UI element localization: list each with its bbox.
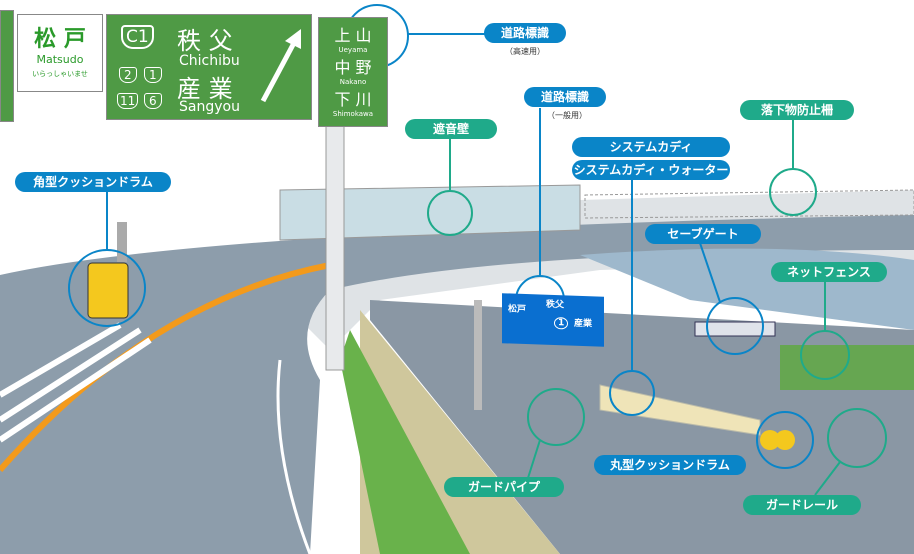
route-badge: 11 <box>117 93 139 109</box>
sign-matsudo: 松 戸 Matsudo いらっしゃいませ <box>17 14 103 92</box>
route-badge: 6 <box>144 93 162 109</box>
arrow-up-right-icon <box>260 29 301 103</box>
matsudo-welcome: いらっしゃいませ <box>32 70 88 78</box>
label-guard-pipe: ガードパイプ <box>444 477 564 497</box>
label-road-sign-general: 道路標識 <box>524 87 606 107</box>
net-fence <box>780 345 914 390</box>
lower-road <box>370 300 914 554</box>
side-dest-kanji: 中 野 <box>334 58 372 77</box>
side-dest-romaji: Nakano <box>339 78 367 86</box>
sign-partial-left <box>0 10 14 122</box>
label-road-sign-expressway: 道路標識 <box>484 23 566 43</box>
fall-fence <box>584 189 914 219</box>
sign-general-road: 松戸 秩父 産業 1 <box>502 293 604 347</box>
general-route: 1 <box>554 317 569 330</box>
sound-barrier <box>279 184 581 241</box>
label-guard-rail: ガードレール <box>743 495 861 515</box>
route-badge: 2 <box>119 67 137 83</box>
side-dest-kanji: 上 山 <box>334 26 372 45</box>
label-round-cushion-drum: 丸型クッションドラム <box>594 455 746 475</box>
route-c1-badge: C1 <box>121 25 154 49</box>
label-fall-prevention-fence: 落下物防止柵 <box>740 100 854 120</box>
matsudo-kanji: 松 戸 <box>34 27 86 52</box>
side-dest-romaji: Shimokawa <box>332 110 374 118</box>
general-top: 秩父 <box>546 299 565 311</box>
dest1-kanji: 秩 父 <box>177 27 233 55</box>
label-road-sign-expressway-sub: （高速用） <box>505 47 545 56</box>
sign-expressway-main: C1 2 1 11 6 秩 父 Chichibu 産 業 Sangyou <box>106 14 312 120</box>
label-road-sign-general-sub: （一般用） <box>547 111 587 120</box>
dest2-kanji: 産 業 <box>177 75 233 103</box>
label-save-gate: セーブゲート <box>645 224 761 244</box>
label-sound-barrier: 遮音壁 <box>405 119 497 139</box>
label-square-cushion-drum: 角型クッションドラム <box>15 172 171 192</box>
label-system-cadi: システムカディ <box>572 137 730 157</box>
side-dest-kanji: 下 川 <box>334 90 372 109</box>
dest1-romaji: Chichibu <box>179 53 240 69</box>
route-badge: 1 <box>144 67 162 83</box>
label-net-fence: ネットフェンス <box>771 262 887 282</box>
general-right: 産業 <box>574 318 593 330</box>
matsudo-romaji: Matsudo <box>36 53 84 66</box>
side-dest-romaji: Ueyama <box>338 46 368 54</box>
dest2-romaji: Sangyou <box>179 99 240 115</box>
label-system-cadi-water: システムカディ・ウォーター <box>572 160 730 180</box>
general-left: 松戸 <box>508 304 527 316</box>
